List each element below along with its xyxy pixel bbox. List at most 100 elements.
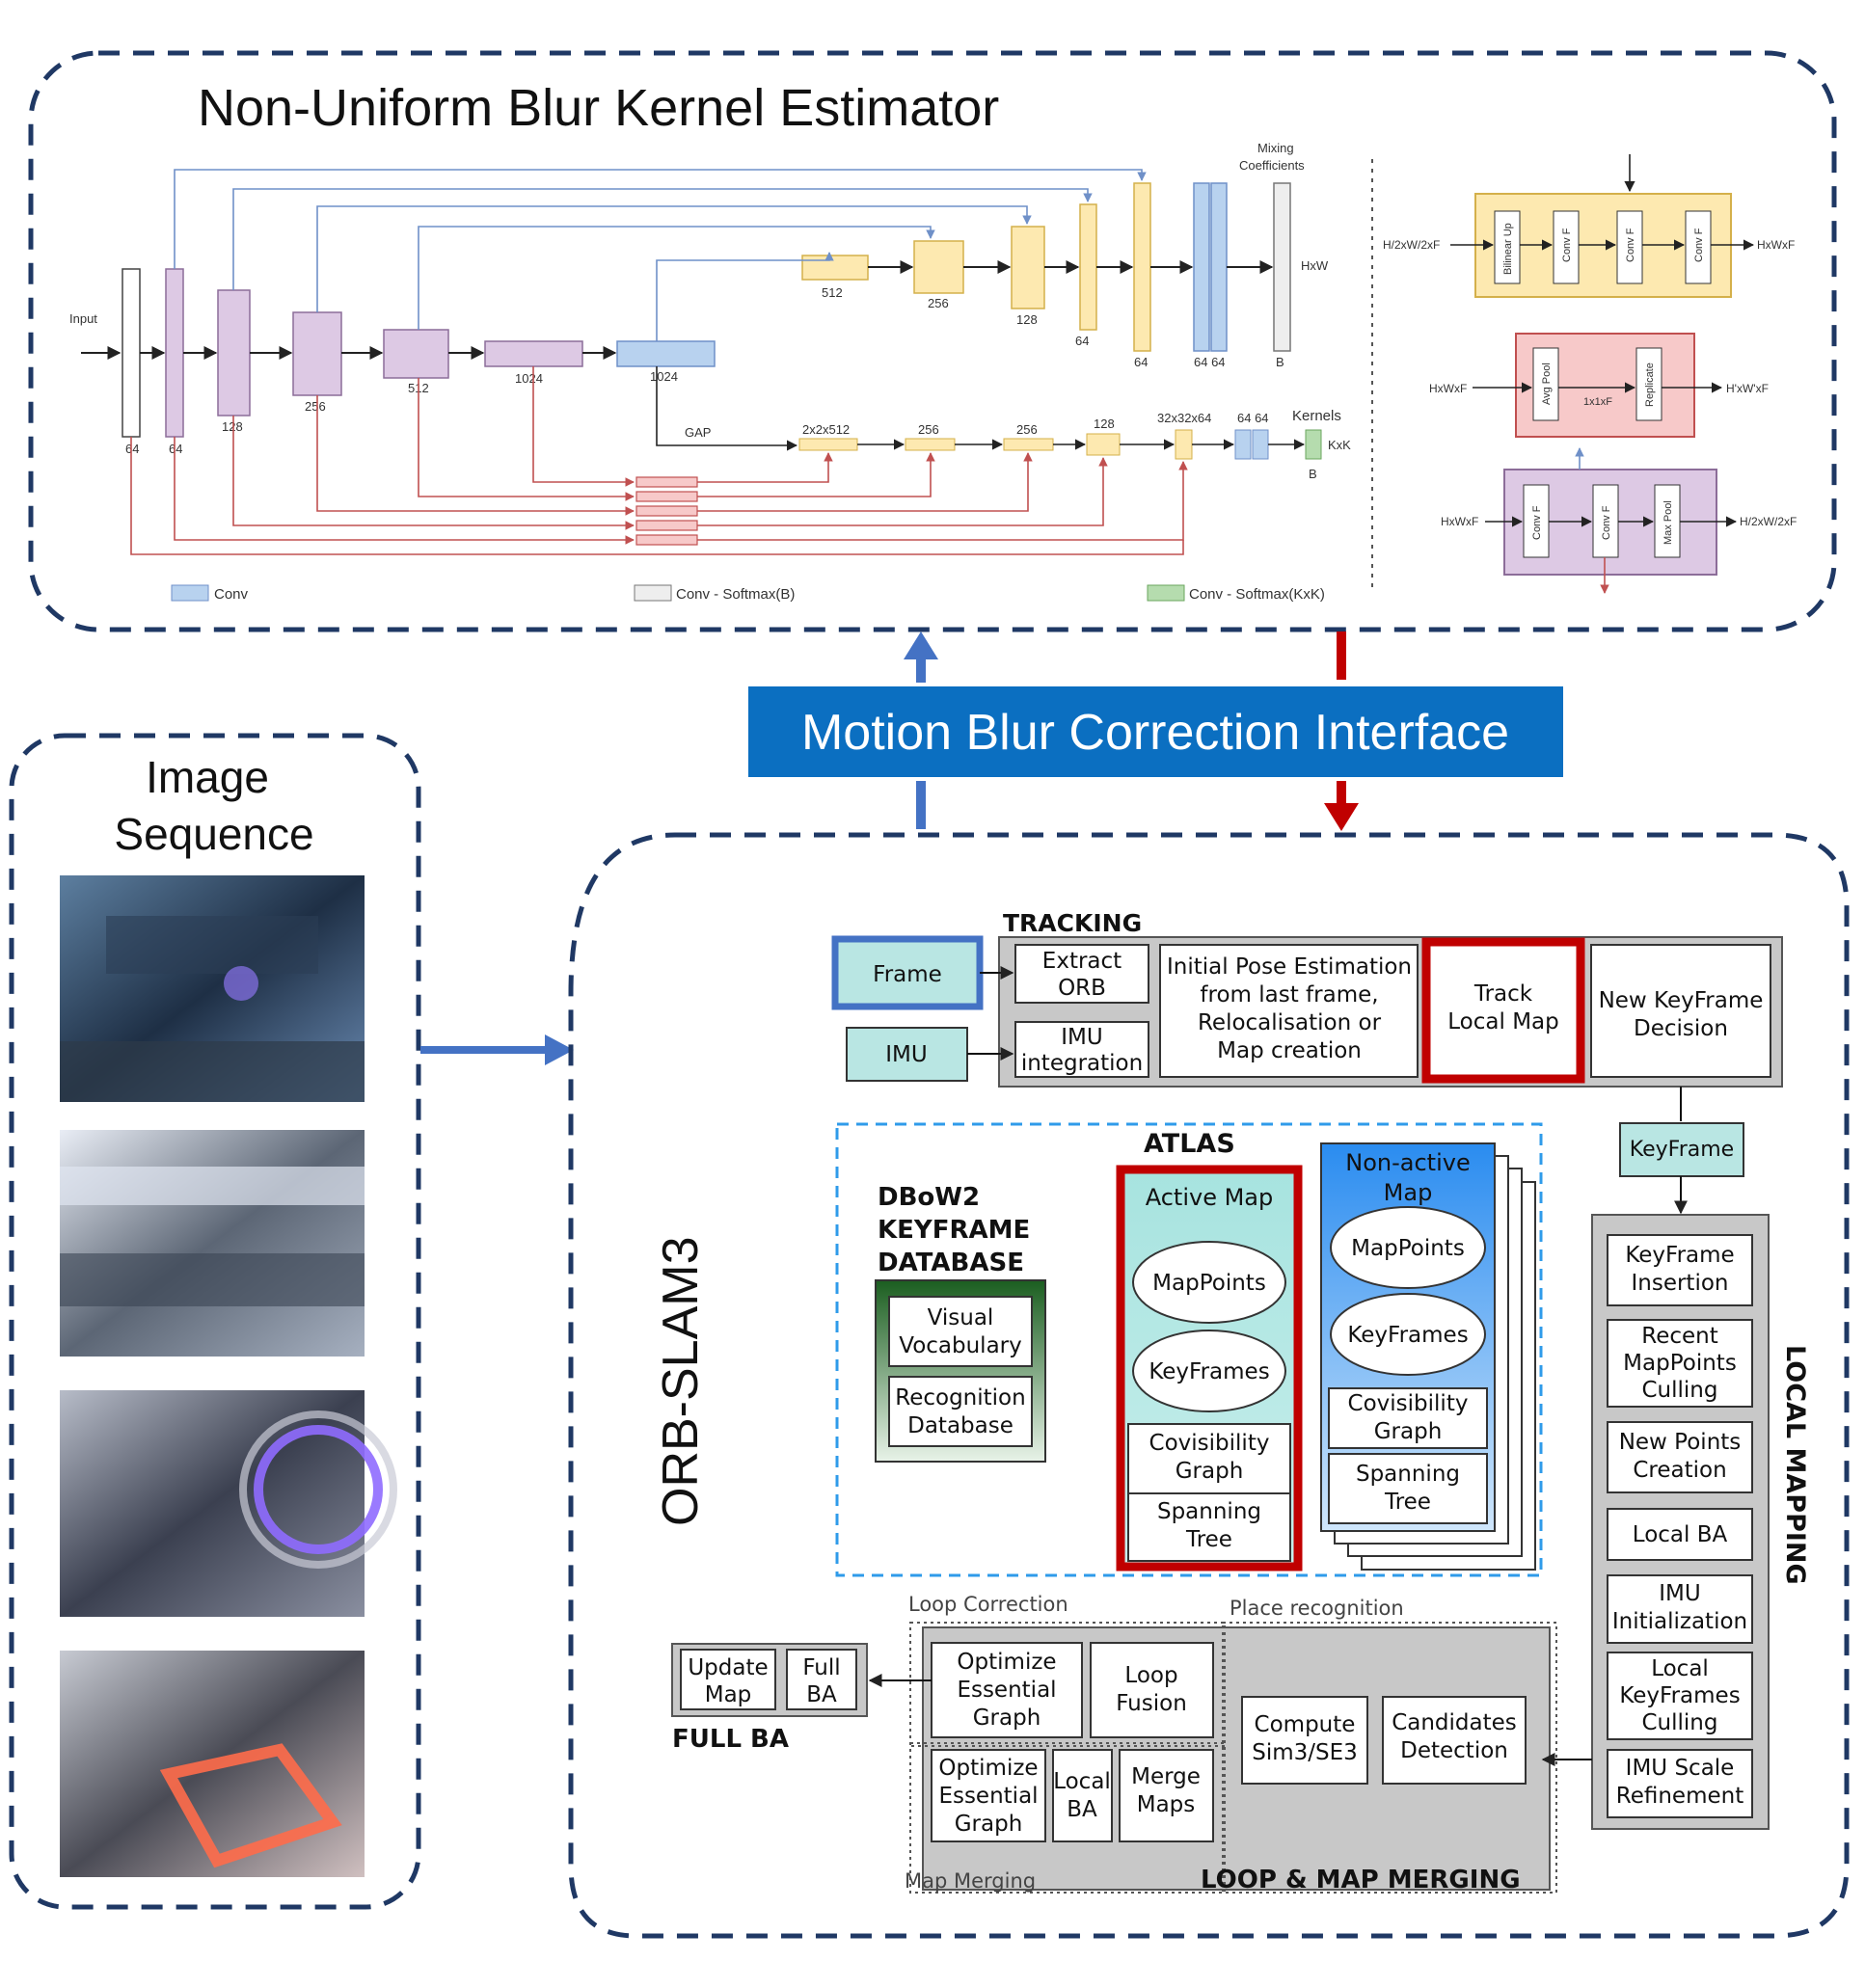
svg-text:Place recognition: Place recognition: [1230, 1597, 1404, 1620]
dec-block-1: [801, 255, 869, 281]
image-sequence-panel: [9, 733, 421, 1910]
svg-text:Bilinear Up: Bilinear Up: [1502, 223, 1514, 275]
orb-slam-title: ORB-SLAM3: [653, 1236, 709, 1526]
svg-text:Conv - Softmax(KxK): Conv - Softmax(KxK): [1189, 586, 1325, 603]
svg-text:Coefficients: Coefficients: [1239, 158, 1305, 173]
svg-text:LOCAL MAPPING: LOCAL MAPPING: [1780, 1345, 1810, 1585]
svg-text:Recognition: Recognition: [895, 1385, 1025, 1410]
svg-text:Spanning: Spanning: [1157, 1499, 1261, 1524]
svg-text:Active Map: Active Map: [1146, 1184, 1274, 1211]
svg-text:Update: Update: [688, 1655, 768, 1680]
svg-text:Kernels: Kernels: [1292, 408, 1341, 424]
svg-text:Mixing: Mixing: [1257, 141, 1294, 155]
svg-text:IMU Scale: IMU Scale: [1626, 1756, 1735, 1781]
svg-text:H/2xW/2xF: H/2xW/2xF: [1740, 515, 1797, 528]
svg-text:New KeyFrame: New KeyFrame: [1599, 988, 1764, 1013]
image-sequence-title-2: Sequence: [114, 809, 313, 859]
svg-text:64: 64: [169, 442, 182, 456]
svg-text:64: 64: [1075, 334, 1089, 348]
enc-block-6: [484, 340, 583, 367]
svg-text:Covisibility: Covisibility: [1149, 1431, 1270, 1456]
svg-text:HxWxF: HxWxF: [1757, 238, 1795, 252]
svg-text:Graph: Graph: [973, 1706, 1041, 1731]
svg-text:IMU: IMU: [1659, 1581, 1700, 1606]
svg-text:Loop: Loop: [1124, 1663, 1177, 1688]
svg-text:MapPoints: MapPoints: [1152, 1271, 1266, 1296]
svg-text:Local: Local: [1053, 1769, 1111, 1794]
svg-text:KeyFrames: KeyFrames: [1347, 1323, 1468, 1348]
dec-block-6a: [1193, 182, 1210, 352]
svg-text:KeyFrames: KeyFrames: [1619, 1683, 1740, 1708]
svg-text:ATLAS: ATLAS: [1144, 1129, 1235, 1159]
svg-text:ORB: ORB: [1058, 976, 1106, 1001]
orb-slam-panel: [568, 832, 1850, 1939]
frame-box: [831, 935, 984, 1010]
svg-text:Frame: Frame: [873, 962, 942, 987]
svg-text:Initialization: Initialization: [1612, 1609, 1747, 1634]
svg-text:Graph: Graph: [1374, 1419, 1443, 1444]
initial-pose-box: [1159, 944, 1419, 1078]
svg-text:Tree: Tree: [1384, 1490, 1431, 1515]
svg-text:KeyFrames: KeyFrames: [1149, 1359, 1269, 1384]
svg-text:H/2xW/2xF: H/2xW/2xF: [1383, 238, 1440, 252]
svg-text:DATABASE: DATABASE: [878, 1249, 1024, 1277]
enc-block-4: [292, 311, 342, 396]
input-label: Input: [69, 311, 97, 326]
svg-text:Initial Pose Estimation: Initial Pose Estimation: [1167, 954, 1412, 980]
mixing-block: [1273, 182, 1291, 352]
svg-text:HxW: HxW: [1301, 258, 1329, 273]
svg-text:128: 128: [222, 419, 243, 434]
atlas-region: [835, 1122, 1543, 1577]
svg-text:Avg Pool: Avg Pool: [1541, 363, 1553, 405]
extract-orb-box: [1014, 944, 1149, 1004]
interface-banner: [748, 686, 1563, 777]
enc-block-2: [165, 268, 184, 438]
svg-text:256: 256: [918, 422, 939, 437]
svg-text:Decision: Decision: [1634, 1016, 1728, 1041]
dec-block-5: [1133, 182, 1151, 352]
legend-conv-swatch: [171, 584, 209, 602]
svg-text:2x2x512: 2x2x512: [802, 422, 850, 437]
svg-text:KEYFRAME: KEYFRAME: [878, 1216, 1030, 1245]
svg-text:256: 256: [305, 399, 326, 414]
estimator-title: Non-Uniform Blur Kernel Estimator: [198, 79, 999, 137]
svg-text:Map: Map: [1384, 1179, 1433, 1206]
svg-text:Fusion: Fusion: [1116, 1691, 1187, 1716]
svg-text:Non-active: Non-active: [1345, 1149, 1470, 1176]
frame-thumbnail-4: [60, 1651, 365, 1877]
svg-text:Track: Track: [1473, 981, 1533, 1007]
dec-block-2: [913, 240, 964, 294]
svg-text:B: B: [1276, 355, 1284, 369]
svg-text:128: 128: [1016, 312, 1038, 327]
svg-text:Spanning: Spanning: [1356, 1462, 1460, 1487]
imu-integration-box: [1014, 1021, 1149, 1078]
svg-text:Graph: Graph: [955, 1812, 1023, 1837]
svg-text:Extract: Extract: [1042, 949, 1122, 974]
new-keyframe-box: [1590, 944, 1771, 1078]
svg-text:Covisibility: Covisibility: [1348, 1391, 1469, 1416]
image-sequence-title-1: Image: [146, 752, 269, 802]
frame-thumbnail-2: [60, 1130, 365, 1357]
svg-text:HxWxF: HxWxF: [1429, 382, 1467, 395]
keyframe-box: [1619, 1122, 1744, 1177]
svg-text:MapPoints: MapPoints: [1623, 1351, 1737, 1376]
svg-text:IMU: IMU: [885, 1042, 927, 1067]
svg-text:Map creation: Map creation: [1217, 1038, 1362, 1063]
svg-text:Full: Full: [802, 1655, 840, 1680]
svg-text:Sim3/SE3: Sim3/SE3: [1252, 1740, 1358, 1765]
svg-text:Maps: Maps: [1137, 1792, 1196, 1817]
svg-text:Map Merging: Map Merging: [905, 1869, 1036, 1893]
svg-text:Vocabulary: Vocabulary: [899, 1333, 1022, 1358]
svg-text:Conv: Conv: [214, 586, 249, 603]
svg-text:BA: BA: [806, 1682, 837, 1707]
svg-text:32x32x64: 32x32x64: [1157, 411, 1211, 425]
svg-text:Compute: Compute: [1255, 1712, 1356, 1737]
svg-text:Conv F: Conv F: [1693, 228, 1705, 262]
orb-slam-content: TRACKING Frame IMU Extract ORB IMU integ…: [671, 909, 1810, 1894]
svg-text:Merge: Merge: [1131, 1764, 1201, 1789]
frame-thumbnail-1: [60, 875, 365, 1102]
svg-text:512: 512: [822, 285, 843, 300]
svg-text:MapPoints: MapPoints: [1351, 1236, 1465, 1261]
svg-text:DBoW2: DBoW2: [878, 1183, 980, 1212]
